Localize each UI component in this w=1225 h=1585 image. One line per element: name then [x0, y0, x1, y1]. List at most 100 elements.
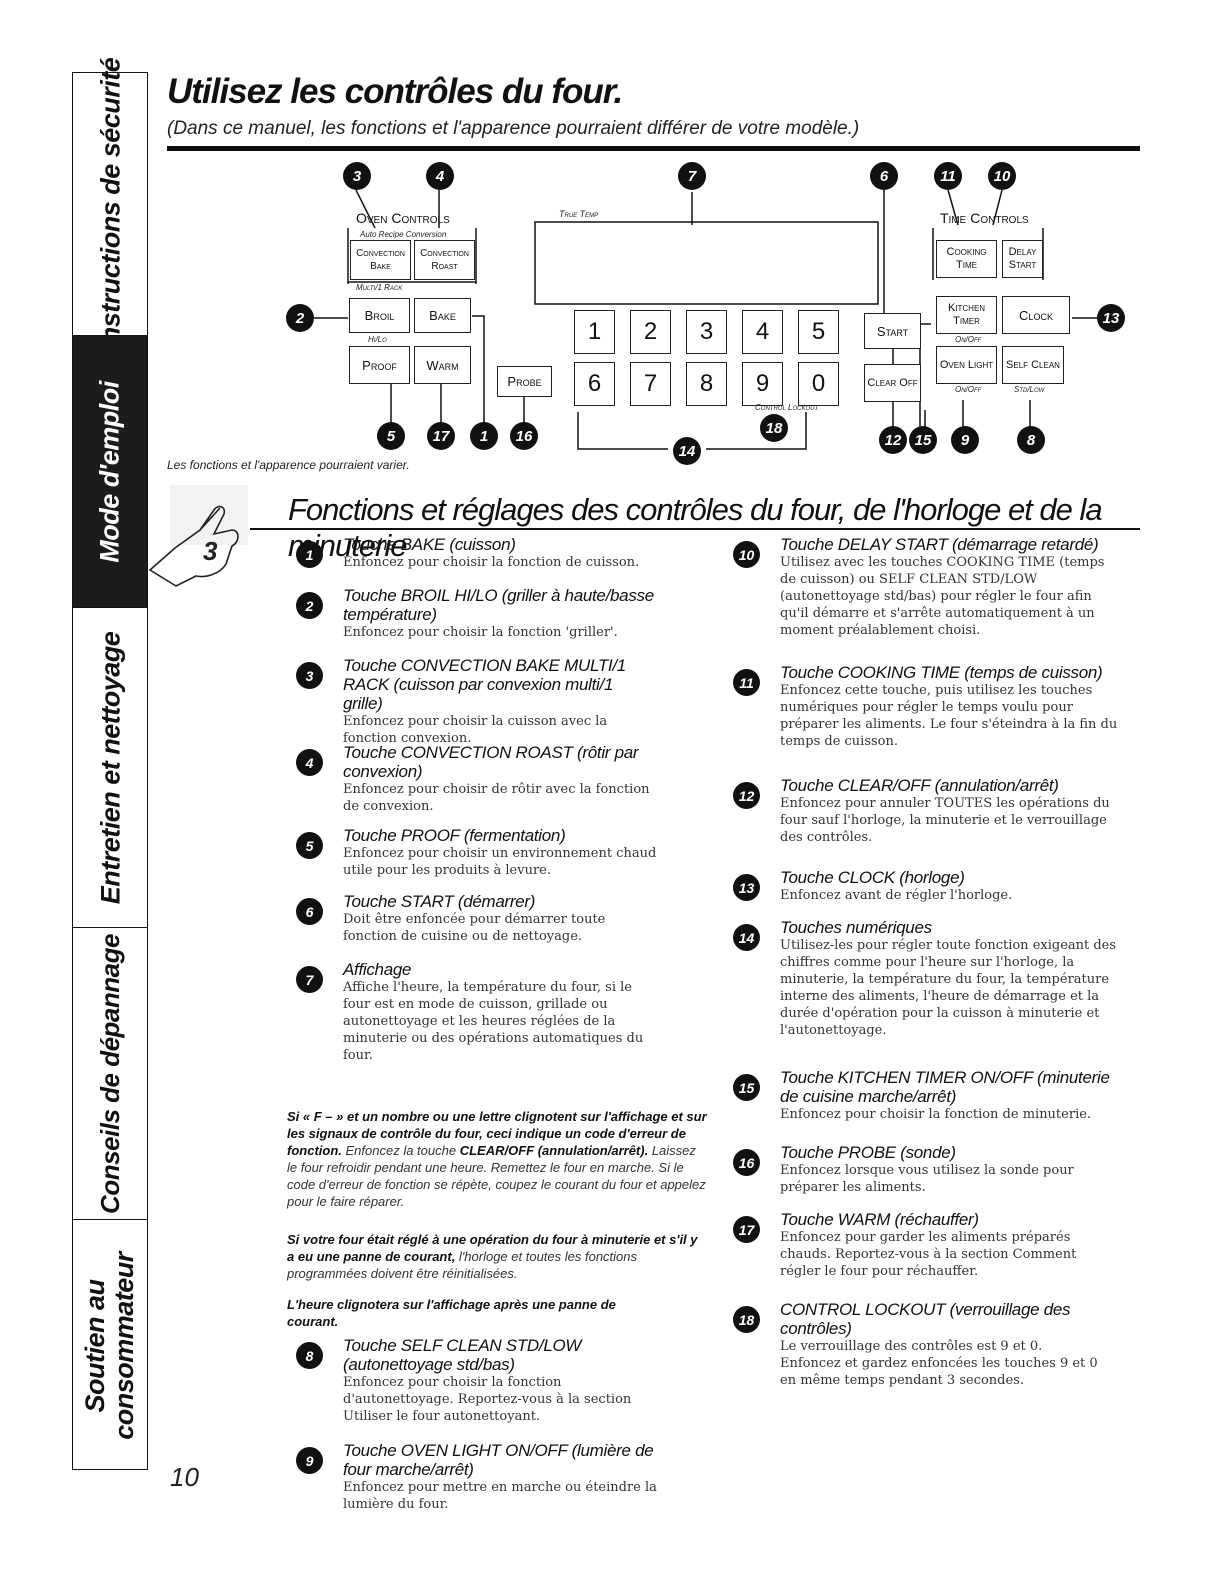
item-desc: Enfoncez pour garder les aliments prépar… — [780, 1230, 1077, 1279]
item-badge: 2 — [296, 592, 323, 619]
convection-roast-key[interactable]: Convection Roast — [414, 240, 475, 280]
item-badge: 4 — [296, 749, 323, 776]
hilo-label: Hi/Lo — [368, 335, 387, 344]
callout-4: 4 — [426, 162, 454, 190]
section-heading: Fonctions et réglages des contrôles du f… — [288, 492, 1103, 563]
item-desc: Enfoncez avant de régler l'horloge. — [780, 888, 1013, 903]
item-9: 9 Touche OVEN LIGHT ON/OFF (lumière de f… — [296, 1441, 666, 1513]
oven-light-key[interactable]: Oven Light — [936, 346, 997, 384]
broil-key[interactable]: Broil — [349, 298, 410, 333]
callout-10: 10 — [988, 162, 1016, 190]
number-key-7[interactable]: 7 — [630, 362, 671, 406]
number-key-4[interactable]: 4 — [742, 310, 783, 354]
number-key-8[interactable]: 8 — [686, 362, 727, 406]
item-8: 8 Touche SELF CLEAN STD/LOW (autonettoya… — [296, 1336, 666, 1425]
item-desc: Doit être enfoncée pour démarrer toute f… — [343, 912, 606, 944]
item-title: Touche COOKING TIME (temps de cuisson) — [780, 663, 1103, 682]
number-key-1[interactable]: 1 — [574, 310, 615, 354]
clock-key[interactable]: Clock — [1002, 296, 1070, 334]
clear-off-key[interactable]: Clear Off — [864, 364, 921, 402]
svg-text:3: 3 — [203, 536, 218, 566]
time-controls-label: Time Controls — [940, 210, 1029, 226]
number-key-0[interactable]: 0 — [798, 362, 839, 406]
bake-key[interactable]: Bake — [414, 298, 471, 333]
callout-14: 14 — [673, 437, 701, 465]
probe-key[interactable]: Probe — [497, 366, 552, 397]
true-temp-label: True Temp — [559, 209, 599, 219]
callout-17: 17 — [427, 422, 455, 450]
section-rule — [250, 528, 1140, 530]
item-badge: 9 — [296, 1447, 323, 1474]
item-17: 17 Touche WARM (réchauffer) Enfoncez pou… — [733, 1210, 1133, 1280]
number-key-5[interactable]: 5 — [798, 310, 839, 354]
light-onoff-label: On/Off — [955, 385, 982, 394]
start-key[interactable]: Start — [864, 313, 921, 349]
page-subtitle: (Dans ce manuel, les fonctions et l'appa… — [167, 118, 860, 139]
convection-bake-key[interactable]: Convection Bake — [350, 240, 411, 280]
callout-15: 15 — [909, 426, 937, 454]
item-title: Touche CLOCK (horloge) — [780, 868, 965, 887]
item-11: 11 Touche COOKING TIME (temps de cuisson… — [733, 663, 1133, 750]
kitchen-timer-key[interactable]: Kitchen Timer — [936, 296, 997, 334]
item-1: 1 Touche BAKE (cuisson) Enfoncez pour ch… — [296, 535, 666, 571]
number-key-9[interactable]: 9 — [742, 362, 783, 406]
item-13: 13 Touche CLOCK (horloge) Enfoncez avant… — [733, 868, 1133, 904]
cooking-time-key[interactable]: Cooking Time — [936, 240, 997, 278]
item-desc: Enfoncez lorsque vous utilisez la sonde … — [780, 1163, 1074, 1195]
tab-entretien-nettoyage[interactable]: Entretien et nettoyage — [73, 608, 147, 928]
tab-instructions-securite[interactable]: Instructions de sécurité — [73, 58, 147, 350]
callout-5: 5 — [377, 422, 405, 450]
timer-onoff-label: On/Off — [955, 335, 982, 344]
item-title: CONTROL LOCKOUT (verrouillage des contrô… — [780, 1300, 1071, 1338]
item-title: Touche CLEAR/OFF (annulation/arrêt) — [780, 776, 1059, 795]
item-title: Touche OVEN LIGHT ON/OFF (lumière de fou… — [343, 1441, 654, 1479]
item-badge: 16 — [733, 1149, 760, 1176]
oven-controls-label: Oven Controls — [356, 210, 450, 226]
item-desc: Affiche l'heure, la température du four,… — [343, 980, 644, 1063]
item-16: 16 Touche PROBE (sonde) Enfoncez lorsque… — [733, 1143, 1133, 1196]
item-desc: Enfoncez pour choisir la fonction de cui… — [343, 555, 640, 570]
header-rule — [167, 146, 1140, 151]
panel-lines — [314, 189, 1097, 450]
callout-1: 1 — [470, 422, 498, 450]
item-badge: 15 — [733, 1074, 760, 1101]
item-desc: Enfoncez pour choisir la fonction 'grill… — [343, 625, 618, 640]
item-14: 14 Touches numériques Utilisez-les pour … — [733, 918, 1133, 1039]
item-badge: 13 — [733, 874, 760, 901]
tab-mode-emploi[interactable]: Mode d'emploi — [73, 336, 147, 608]
proof-key[interactable]: Proof — [349, 346, 410, 384]
panel-caption: Les fonctions et l'apparence pourraient … — [167, 458, 410, 472]
item-6: 6 Touche START (démarrer) Doit être enfo… — [296, 892, 666, 945]
item-title: Touche CONVECTION ROAST (rôtir par conve… — [343, 743, 639, 781]
number-key-2[interactable]: 2 — [630, 310, 671, 354]
item-desc: Enfoncez cette touche, puis utilisez les… — [780, 683, 1118, 749]
warm-key[interactable]: Warm — [414, 346, 471, 384]
item-desc: Enfoncez pour choisir de rôtir avec la f… — [343, 782, 650, 814]
item-5: 5 Touche PROOF (fermentation) Enfoncez p… — [296, 826, 666, 879]
item-desc: Enfoncez pour mettre en marche ou éteind… — [343, 1480, 657, 1512]
tab-soutien-consommateur[interactable]: Soutien au consommateur — [80, 1251, 140, 1440]
item-4: 4 Touche CONVECTION ROAST (rôtir par con… — [296, 743, 666, 815]
item-desc: Enfoncez pour annuler TOUTES les opérati… — [780, 796, 1110, 845]
page-number: 10 — [170, 1462, 199, 1492]
self-clean-key[interactable]: Self Clean — [1002, 346, 1064, 384]
number-key-3[interactable]: 3 — [686, 310, 727, 354]
item-badge: 12 — [733, 782, 760, 809]
item-desc: Utilisez avec les touches COOKING TIME (… — [780, 555, 1105, 638]
item-badge: 10 — [733, 541, 760, 568]
std-low-label: Std/Low — [1014, 385, 1045, 394]
callout-6: 6 — [870, 162, 898, 190]
tab-conseils-depannage[interactable]: Conseils de dépannage — [73, 928, 147, 1220]
delay-start-key[interactable]: Delay Start — [1002, 240, 1043, 278]
control-lockout-label: Control Lockout — [755, 403, 819, 412]
item-desc: Enfoncez pour choisir la cuisson avec la… — [343, 714, 608, 746]
item-desc: Le verrouillage des contrôles est 9 et 0… — [780, 1339, 1098, 1388]
number-key-6[interactable]: 6 — [574, 362, 615, 406]
item-badge: 8 — [296, 1342, 323, 1369]
item-title: Touche START (démarrer) — [343, 892, 536, 911]
callout-9: 9 — [951, 426, 979, 454]
callout-2: 2 — [286, 304, 314, 332]
item-badge: 11 — [733, 669, 760, 696]
page-title: Utilisez les contrôles du four. — [167, 72, 623, 111]
auto-recipe-label: Auto Recipe Conversion — [360, 230, 447, 239]
